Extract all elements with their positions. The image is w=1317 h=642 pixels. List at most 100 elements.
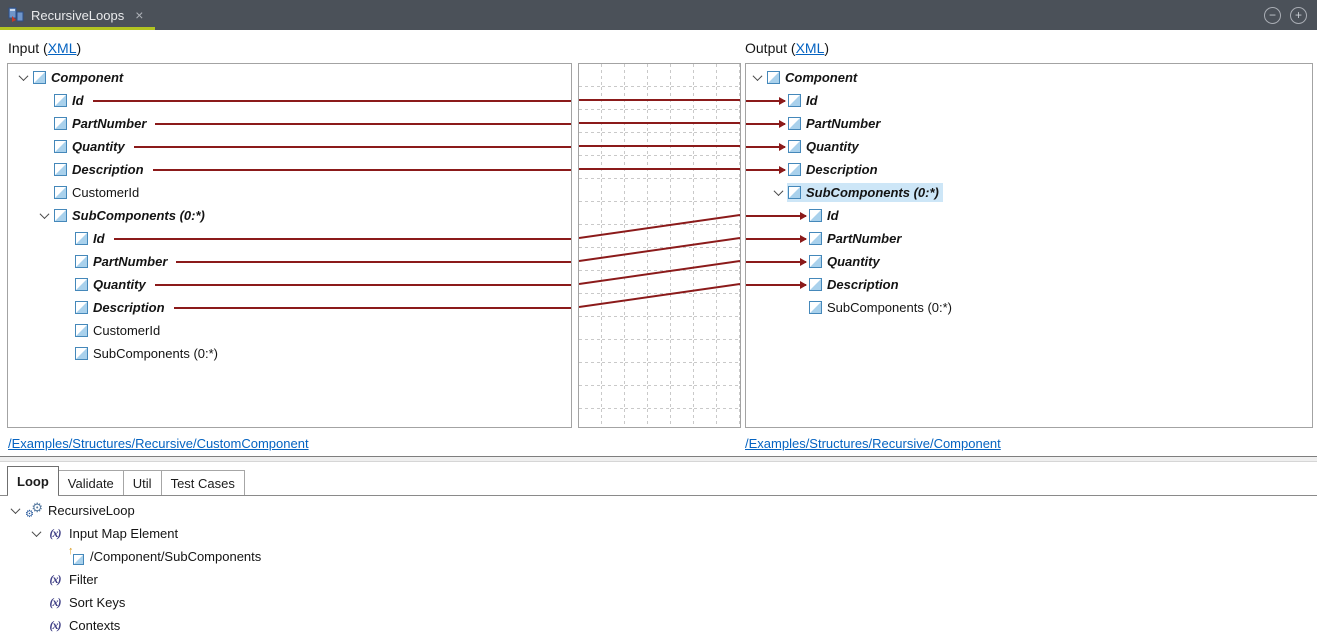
xml-element-icon [75, 324, 88, 337]
output-xml-link[interactable]: XML [795, 40, 825, 56]
tree-item-core: (x)Input Map Element [45, 524, 182, 543]
tree-item-label: Quantity [827, 254, 880, 269]
mapping-line[interactable] [152, 168, 571, 171]
mapping-connection[interactable] [579, 237, 740, 262]
mapping-arrow[interactable] [746, 96, 786, 105]
mapping-arrow[interactable] [746, 142, 786, 151]
zoom-in-icon[interactable]: + [1290, 6, 1307, 24]
tree-item[interactable]: Quantity [8, 273, 571, 296]
tree-item[interactable]: (x)Filter [0, 568, 1317, 591]
chevron-down-icon[interactable] [14, 74, 32, 81]
tree-item-label: Id [72, 93, 84, 108]
mapping-line[interactable] [92, 99, 571, 102]
mapping-line[interactable] [113, 237, 571, 240]
tree-item[interactable]: SubComponents (0:*) [8, 204, 571, 227]
tree-item[interactable]: Id [8, 89, 571, 112]
tree-item-label: PartNumber [93, 254, 168, 269]
tree-item[interactable]: Description [746, 273, 1312, 296]
tree-item-core: SubComponents (0:*) [53, 206, 209, 225]
tree-item-core: PartNumber [787, 114, 884, 133]
tree-item[interactable]: Quantity [746, 135, 1312, 158]
tree-item-label: Quantity [806, 139, 859, 154]
tree-item[interactable]: Description [8, 296, 571, 319]
tab-util[interactable]: Util [122, 470, 162, 495]
tree-item[interactable]: Id [746, 89, 1312, 112]
tree-item[interactable]: Id [8, 227, 571, 250]
tree-item-core: Id [808, 206, 843, 225]
mapping-line[interactable] [133, 145, 571, 148]
xml-element-icon [809, 255, 822, 268]
mapping-arrow[interactable] [746, 257, 807, 266]
xml-element-icon [75, 301, 88, 314]
tree-item-core: Id [53, 91, 88, 110]
tree-item[interactable]: (x)Contexts [0, 614, 1317, 637]
tree-item[interactable]: Quantity [746, 250, 1312, 273]
loop-properties-tree: ⚙⚙RecursiveLoop (x)Input Map Element ↑/Com… [0, 499, 1317, 637]
tree-item-core: Quantity [808, 252, 884, 271]
tree-item-core: ↑/Component/SubComponents [66, 545, 265, 566]
tree-item[interactable]: SubComponents (0:*) [746, 296, 1312, 319]
tree-item[interactable]: Component [746, 66, 1312, 89]
tree-item[interactable]: ↑/Component/SubComponents [0, 545, 1317, 568]
tree-item[interactable]: Quantity [8, 135, 571, 158]
chevron-down-icon[interactable] [769, 189, 787, 196]
function-icon: (x) [49, 595, 62, 609]
zoom-out-icon[interactable]: − [1264, 6, 1281, 24]
tree-item[interactable]: PartNumber [8, 250, 571, 273]
tree-item[interactable]: Description [8, 158, 571, 181]
input-xml-link[interactable]: XML [47, 40, 77, 56]
tree-item-core: CustomerId [53, 183, 143, 202]
mapping-connection[interactable] [579, 260, 740, 285]
tree-item[interactable]: Description [746, 158, 1312, 181]
xml-element-icon [809, 278, 822, 291]
tree-item[interactable]: ⚙⚙RecursiveLoop [0, 499, 1317, 522]
tree-item[interactable]: PartNumber [746, 112, 1312, 135]
tree-item[interactable]: Component [8, 66, 571, 89]
tree-item-label: Filter [69, 572, 98, 587]
xml-element-icon [75, 232, 88, 245]
mapping-connection[interactable] [579, 214, 740, 239]
tree-item[interactable]: Id [746, 204, 1312, 227]
mapping-line[interactable] [155, 122, 571, 125]
function-icon: (x) [49, 526, 62, 540]
tree-item-core: (x)Filter [45, 570, 102, 589]
chevron-down-icon[interactable] [35, 212, 53, 219]
input-source-link[interactable]: /Examples/Structures/Recursive/CustomCom… [8, 436, 309, 451]
tab-validate[interactable]: Validate [57, 470, 124, 495]
mapping-arrow[interactable] [746, 165, 786, 174]
tree-item[interactable]: SubComponents (0:*) [746, 181, 1312, 204]
tree-item-core: Component [32, 68, 127, 87]
tab-loop[interactable]: Loop [7, 466, 59, 496]
xml-element-icon [809, 301, 822, 314]
mapping-line[interactable] [176, 260, 571, 263]
mapping-arrow[interactable] [746, 234, 807, 243]
tree-item[interactable]: CustomerId [8, 319, 571, 342]
tree-item[interactable]: (x)Input Map Element [0, 522, 1317, 545]
document-tab[interactable]: RecursiveLoops × [0, 0, 156, 30]
close-tab-icon[interactable]: × [135, 7, 144, 23]
tree-item-core: CustomerId [74, 321, 164, 340]
tree-item-label: Description [72, 162, 144, 177]
chevron-down-icon[interactable] [6, 507, 24, 514]
tree-item[interactable]: PartNumber [8, 112, 571, 135]
tree-item-core: SubComponents (0:*) [74, 344, 222, 363]
tree-item[interactable]: PartNumber [746, 227, 1312, 250]
mapping-line[interactable] [154, 283, 571, 286]
tree-item-label: SubComponents (0:*) [827, 300, 953, 315]
tree-item-core: Description [808, 275, 903, 294]
tree-item[interactable]: CustomerId [8, 181, 571, 204]
tree-item[interactable]: (x)Sort Keys [0, 591, 1317, 614]
pane-splitter[interactable] [0, 456, 1317, 462]
output-source-link[interactable]: /Examples/Structures/Recursive/Component [745, 436, 1001, 451]
tab-test-cases[interactable]: Test Cases [160, 470, 245, 495]
tree-item[interactable]: SubComponents (0:*) [8, 342, 571, 365]
mapping-arrow[interactable] [746, 280, 807, 289]
mapping-connection[interactable] [579, 283, 740, 308]
mapping-arrow[interactable] [746, 211, 807, 220]
chevron-down-icon[interactable] [748, 74, 766, 81]
chevron-down-icon[interactable] [27, 530, 45, 537]
xml-element-icon [788, 186, 801, 199]
mapping-line[interactable] [173, 306, 571, 309]
mapping-arrow[interactable] [746, 119, 786, 128]
